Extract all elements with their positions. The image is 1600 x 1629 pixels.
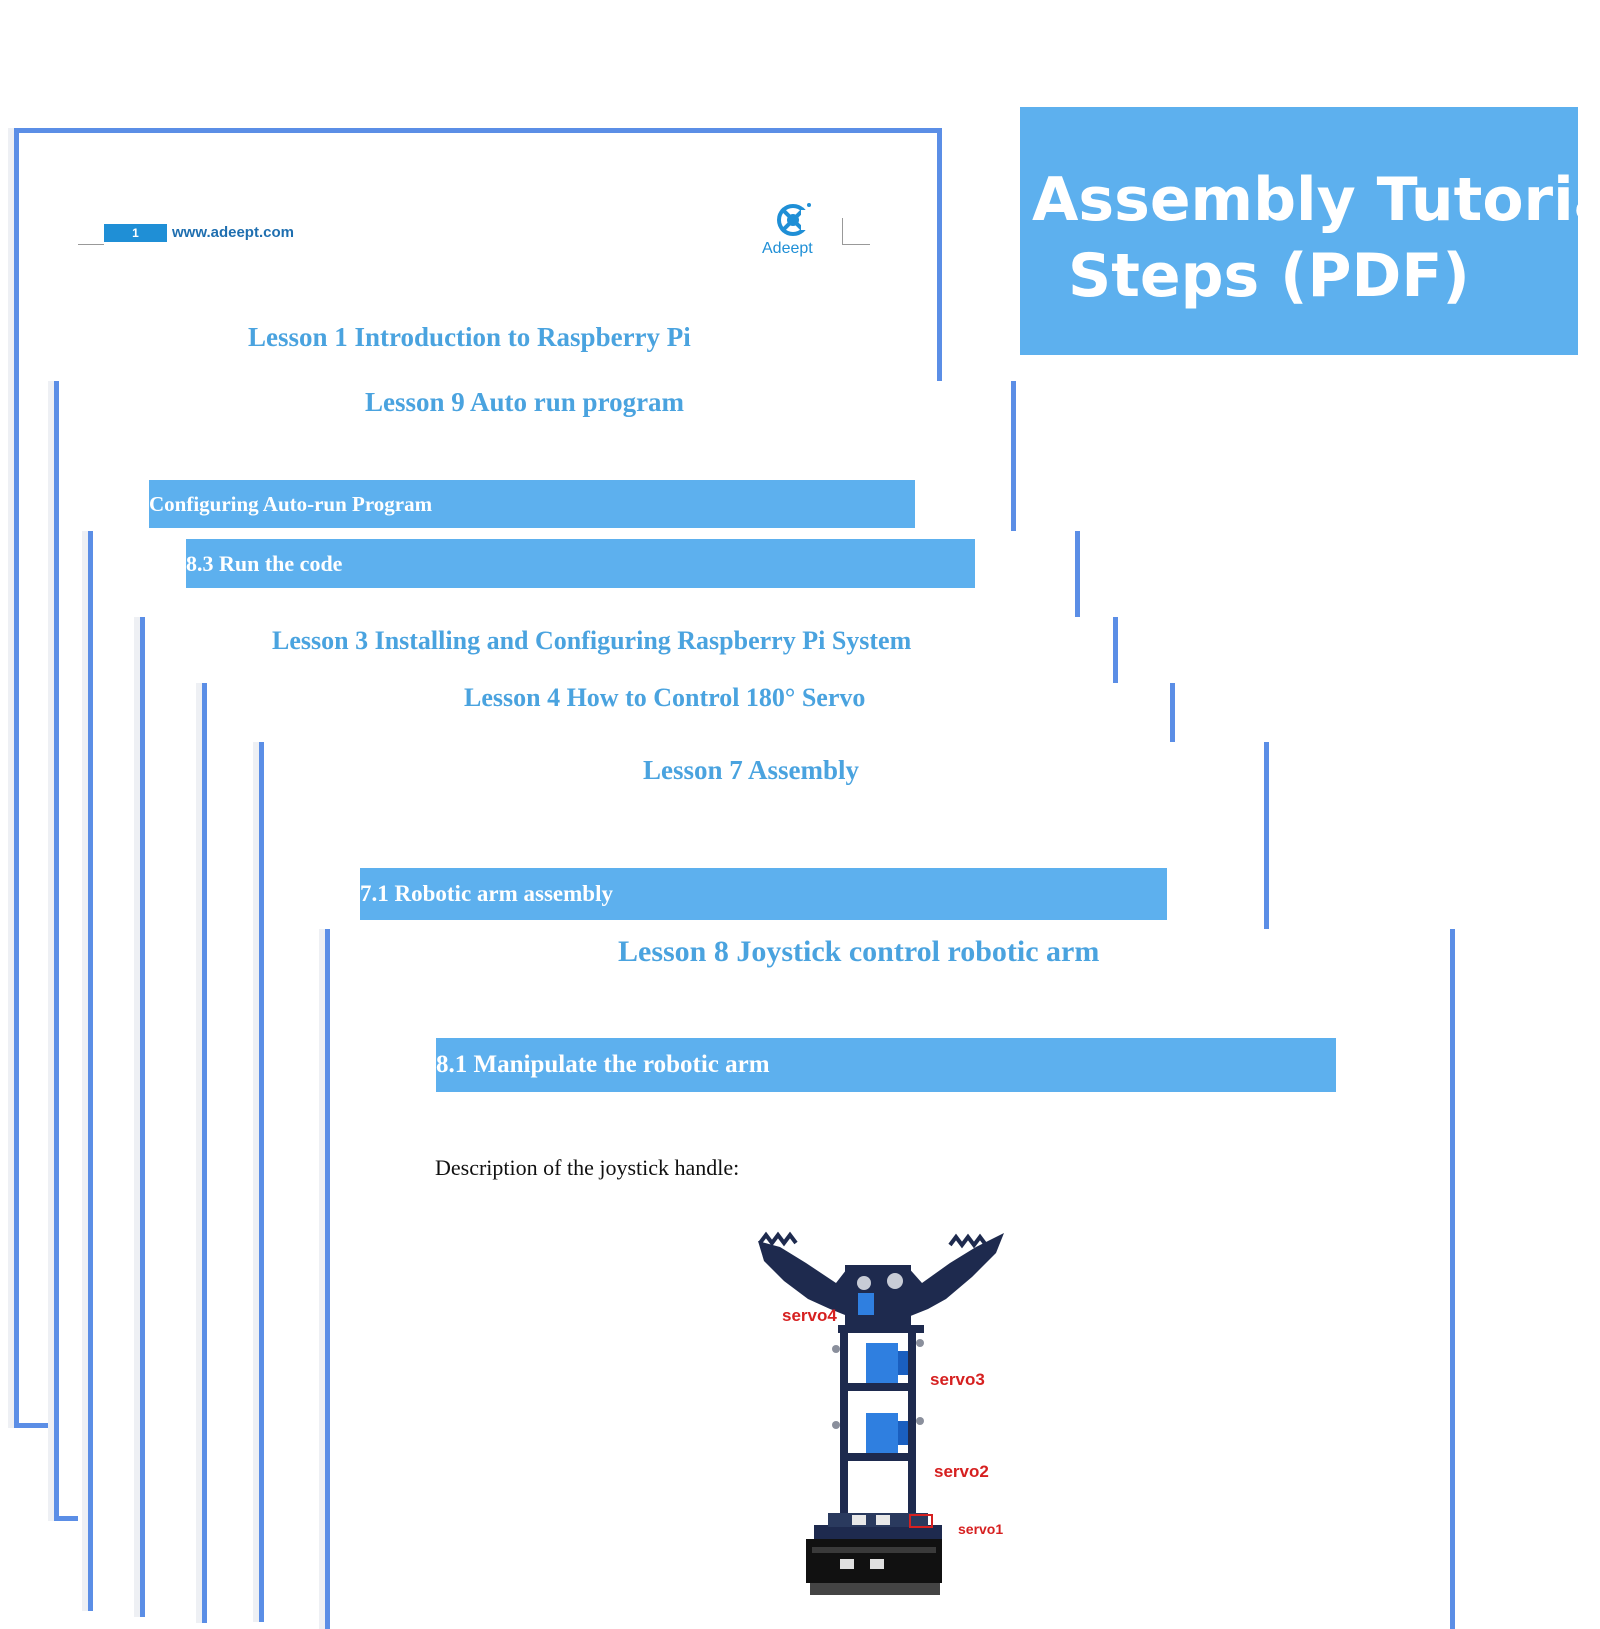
- page-2-bottom-corner: [54, 1516, 78, 1521]
- section-bar-auto-run: Configuring Auto-run Program: [149, 480, 915, 528]
- lesson-4-title: Lesson 4 How to Control 180° Servo: [464, 683, 866, 712]
- lesson-7-title: Lesson 7 Assembly: [643, 755, 860, 785]
- lesson-3-title: Lesson 3 Installing and Configuring Rasp…: [272, 626, 912, 655]
- joystick-description: Description of the joystick handle:: [435, 1155, 740, 1180]
- section-bar-manipulate-arm: 8.1 Manipulate the robotic arm: [436, 1038, 1336, 1092]
- servo-label-1: servo1: [958, 1521, 1004, 1537]
- header-rule-left: [78, 244, 104, 245]
- banner-title-line2: Steps (PDF): [1068, 241, 1470, 311]
- section-bar-robotic-arm-assembly: 7.1 Robotic arm assembly: [360, 868, 1167, 920]
- banner-title-line1: Assembly Tutorial: [1032, 165, 1600, 235]
- section-bar-run-code: 8.3 Run the code: [186, 539, 975, 588]
- lesson-9-title: Lesson 9 Auto run program: [365, 387, 685, 417]
- lesson-8-title: Lesson 8 Joystick control robotic arm: [618, 935, 1100, 968]
- header-website: www.adeept.com: [172, 224, 294, 241]
- title-banner: Assembly Tutorial Steps (PDF): [1020, 107, 1600, 355]
- robotic-arm-illustration: [758, 1231, 1004, 1595]
- servo-label-2: servo2: [934, 1462, 989, 1481]
- servo-label-3: servo3: [930, 1370, 985, 1389]
- servo-label-4: servo4: [782, 1306, 837, 1325]
- page-number-badge: 1: [104, 224, 167, 242]
- header-corner-mark: [842, 218, 843, 244]
- header-corner-mark-h: [842, 244, 870, 245]
- lesson-1-title: Lesson 1 Introduction to Raspberry Pi: [248, 322, 691, 352]
- brand-name: Adeept: [762, 240, 813, 257]
- adeept-logo-icon: [777, 203, 813, 236]
